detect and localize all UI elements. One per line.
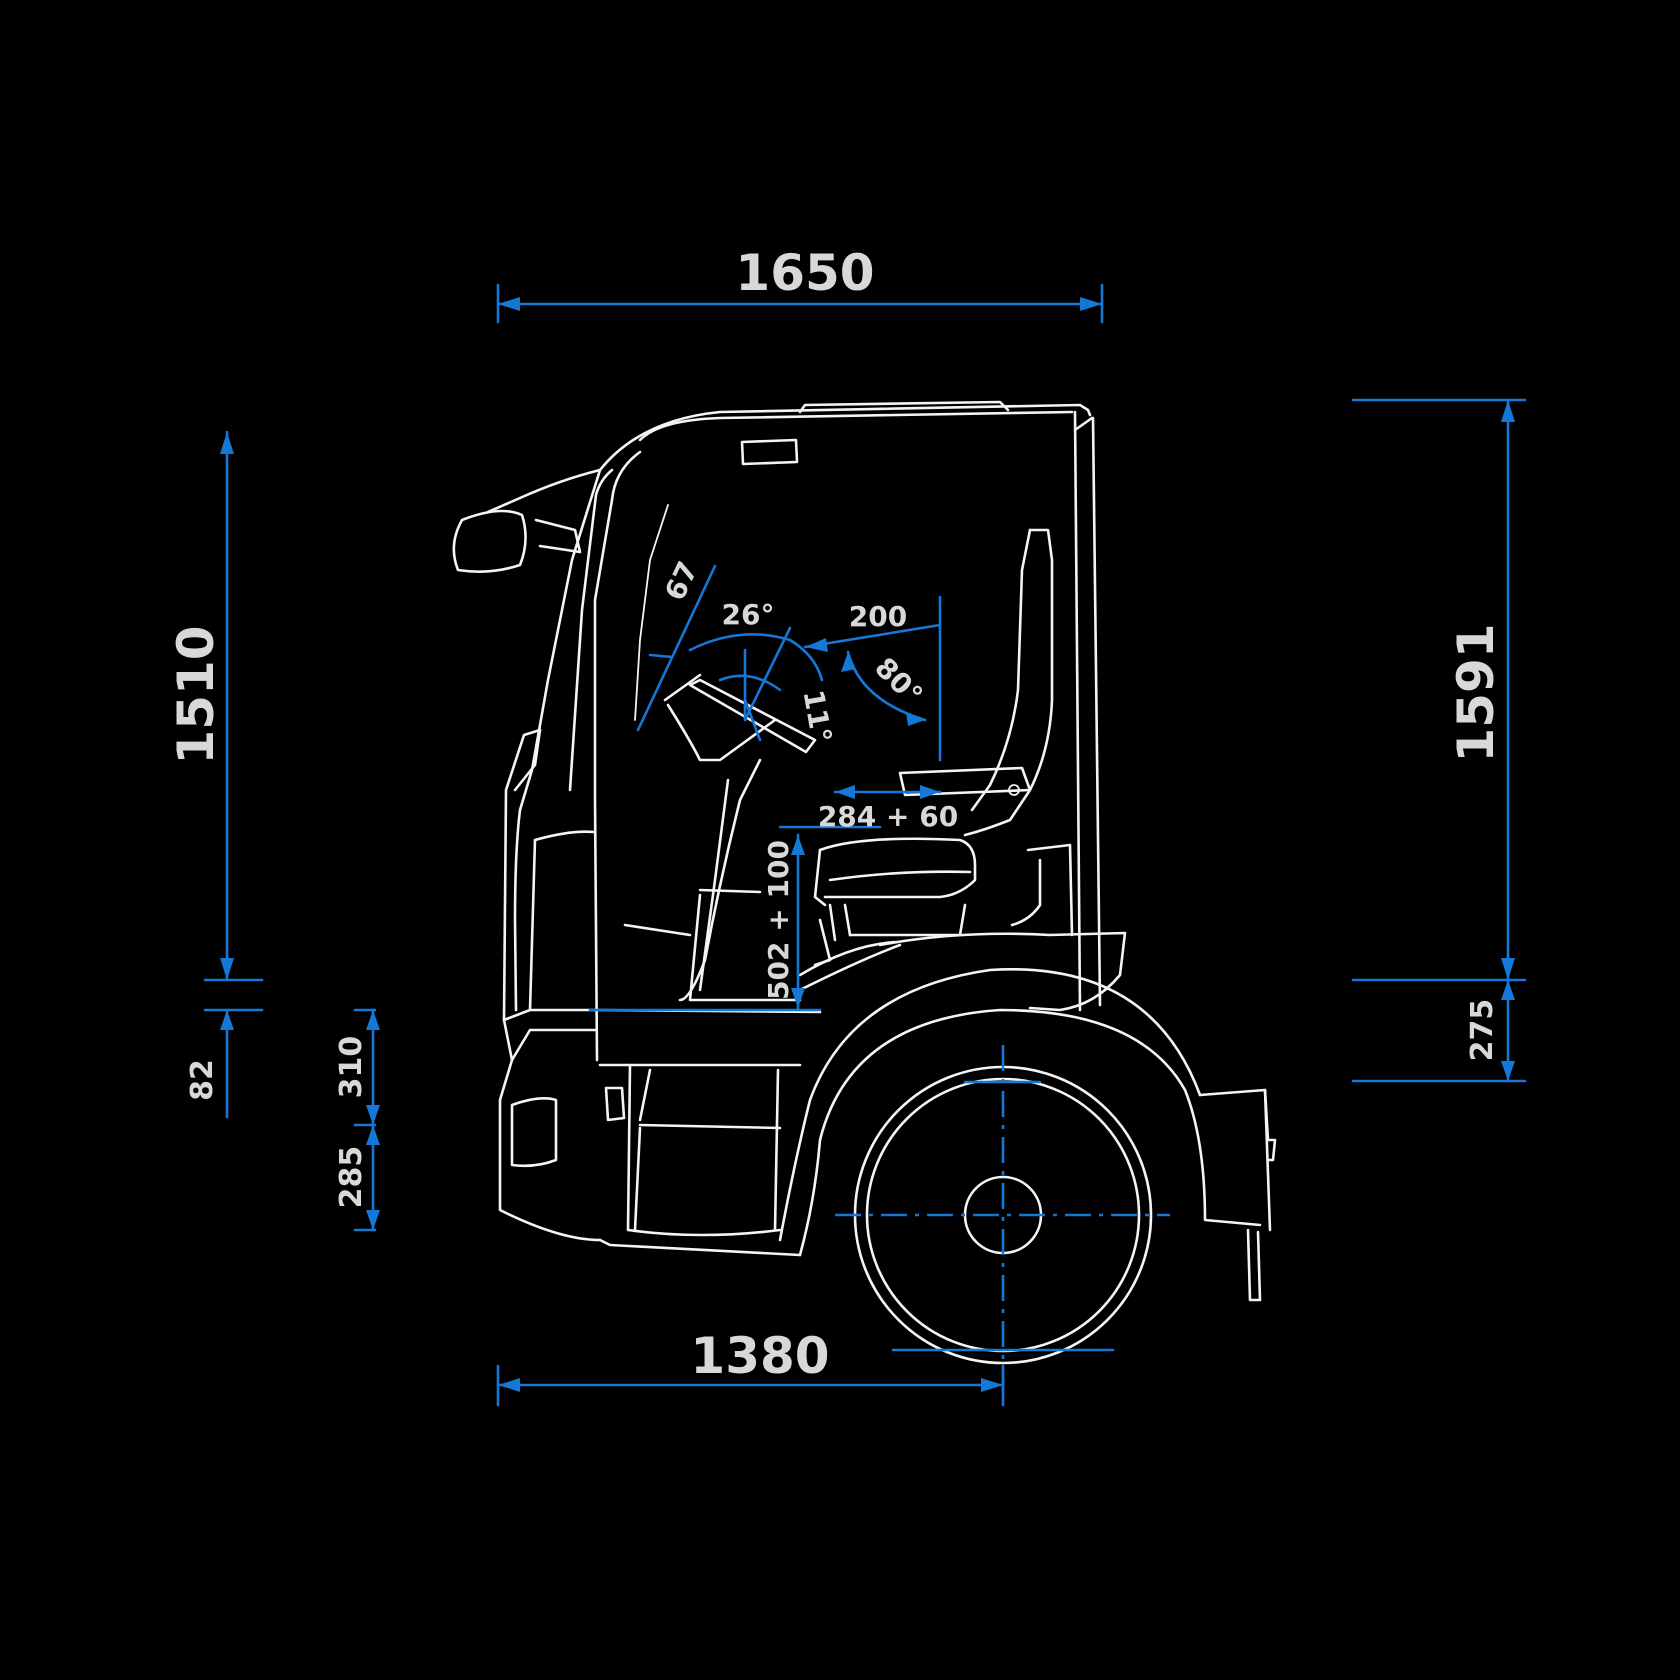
interior-dimensions	[588, 564, 942, 1012]
tick-67	[648, 653, 674, 659]
label-height-left: 1510	[167, 625, 225, 764]
label-step-lower: 285	[334, 1146, 369, 1209]
arc-11	[718, 674, 782, 692]
label-step-upper: 310	[334, 1036, 369, 1099]
wheel-centerlines	[835, 1045, 1170, 1390]
cab-outline	[452, 400, 1277, 1365]
label-floor-step-left: 82	[185, 1059, 220, 1101]
label-front-to-axle: 1380	[690, 1327, 829, 1385]
label-wheel-reach: 67	[658, 556, 704, 605]
label-wheel-tilt: 11°	[797, 687, 839, 745]
dim-line-200	[803, 623, 942, 649]
dimension-labels: 1650 1380 1510 82 310 285 1591 275 67 26…	[167, 244, 1505, 1385]
label-floor-right: 275	[1465, 999, 1500, 1062]
label-seat-horizontal: 200	[849, 600, 907, 633]
arc-26	[688, 633, 824, 682]
dim-line-67-a	[636, 564, 717, 732]
label-wheel-tilt-range: 26°	[722, 598, 775, 631]
label-backrest-angle: 80°	[868, 651, 929, 712]
label-height-right: 1591	[1447, 623, 1505, 762]
exterior-dimensions	[203, 283, 1527, 1407]
tilt-line	[743, 698, 762, 742]
label-seat-fore-aft: 284 + 60	[818, 800, 958, 833]
label-seat-height: 502 + 100	[762, 840, 795, 1000]
label-overall-length: 1650	[735, 244, 874, 302]
dim-line-67-b	[743, 626, 792, 722]
